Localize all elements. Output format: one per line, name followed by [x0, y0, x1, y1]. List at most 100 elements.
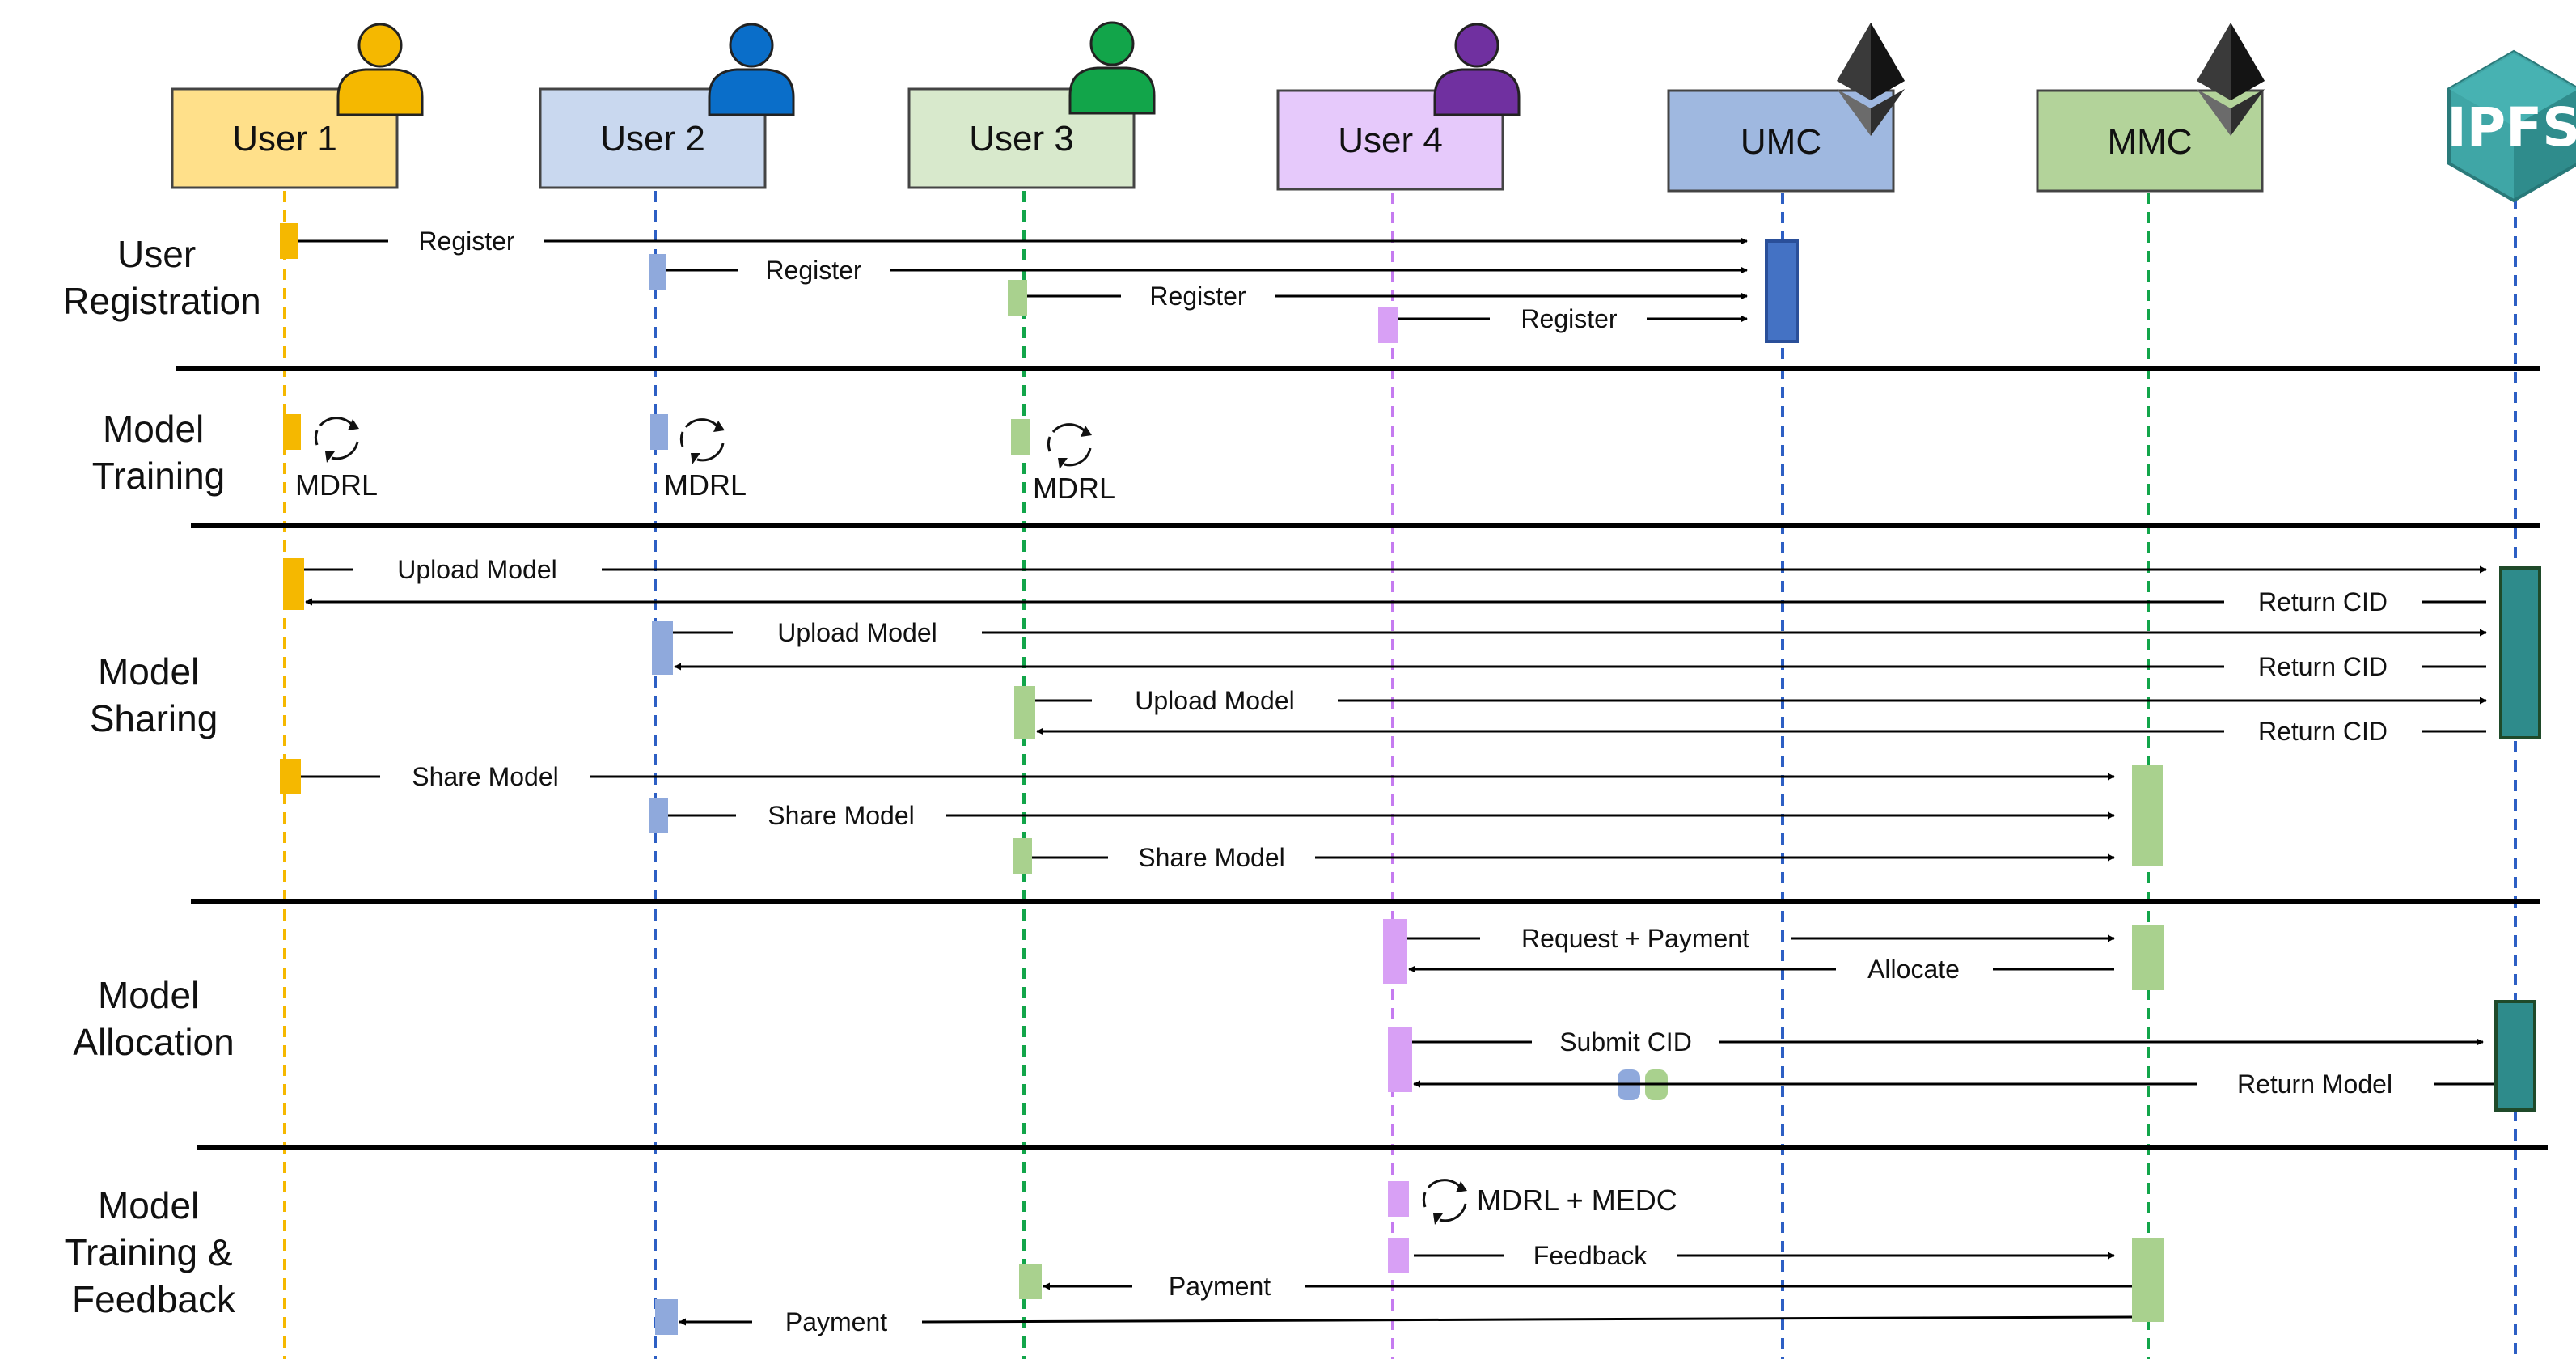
message-label: Request + Payment [1521, 924, 1749, 953]
activation-bars [280, 223, 2541, 1335]
activation-bar [1383, 919, 1407, 984]
message: Submit CID [1412, 1027, 2484, 1057]
phase-label-line: Training & [65, 1231, 233, 1273]
phase-label-line: Training [92, 455, 225, 497]
phase-label-line: Sharing [90, 697, 218, 739]
local-process: MDRL [664, 418, 747, 502]
ethereum-icon [1837, 23, 1905, 136]
message-label: Payment [785, 1307, 887, 1336]
phase-label-feedback: Model Training & Feedback [65, 1184, 243, 1320]
activation-bar [1013, 838, 1032, 874]
phase-label-line: Model [98, 974, 199, 1016]
process-label: MDRL [1033, 472, 1115, 505]
person-icon [336, 23, 424, 116]
actor-label: User 4 [1338, 121, 1443, 160]
person-icon [1068, 21, 1156, 115]
message: Share Model [301, 762, 2115, 791]
actor-user1: User 1 [171, 23, 424, 189]
message: Register [666, 256, 1748, 285]
activation-bar [1378, 307, 1398, 343]
message-label: Allocate [1867, 955, 1960, 984]
ipfs-activation-bar [2494, 1000, 2536, 1112]
phase-label-line: Model [98, 1184, 199, 1226]
message-label: Return CID [2258, 717, 2388, 746]
message: Register [1398, 304, 1748, 333]
message-label: Share Model [1138, 843, 1284, 872]
message-label: Share Model [412, 762, 558, 791]
message-label: Payment [1169, 1272, 1271, 1301]
phase-dividers [176, 366, 2548, 1150]
person-icon [708, 23, 795, 116]
mmc-activation-bar [2132, 765, 2163, 866]
message: Share Model [668, 801, 2115, 830]
phase-label-sharing: Model Sharing [90, 650, 218, 739]
actor-user4: User 4 [1276, 23, 1521, 191]
umc-activation-bar [1765, 239, 1799, 343]
message-label: Submit CID [1559, 1027, 1692, 1057]
phase-label-training: Model Training [92, 408, 225, 497]
actor-user3: User 3 [907, 21, 1156, 189]
actor-user2: User 2 [539, 23, 795, 189]
activation-bar [1011, 419, 1030, 455]
message-label: Upload Model [397, 555, 556, 584]
person-icon [1433, 23, 1521, 116]
local-processes: MDRL MDRL MDRL [295, 417, 1677, 1225]
message-label: Return Model [2237, 1069, 2392, 1099]
activation-bar [650, 414, 668, 450]
message: Upload Model [673, 618, 2487, 647]
activation-bar [1008, 280, 1027, 316]
message: Register [1027, 282, 1748, 311]
actor-ipfs: IPFS [2447, 49, 2576, 203]
local-process: MDRL + MEDC [1422, 1179, 1677, 1225]
activation-bar [649, 798, 668, 833]
phase-label-line: Registration [62, 280, 260, 322]
actor-label: IPFS [2447, 96, 2576, 159]
actor-label: User 3 [969, 119, 1074, 159]
mmc-activation-bar [2132, 925, 2164, 990]
cycle-arrows-icon [1422, 1179, 1467, 1225]
actor-umc: UMC [1667, 23, 1905, 193]
message-label: Register [418, 227, 515, 256]
phase-label-line: Allocation [73, 1021, 234, 1063]
messages: Register Register Register Register Uplo… [298, 227, 2494, 1336]
message-label: Feedback [1533, 1241, 1648, 1270]
ipfs-hexagon-icon [2447, 49, 2576, 203]
activation-bar [280, 759, 301, 794]
activation-bar [1388, 1238, 1409, 1273]
message-label: Return CID [2258, 587, 2388, 616]
message-label: Share Model [768, 801, 914, 830]
message: Upload Model [1035, 686, 2487, 715]
message-label: Upload Model [777, 618, 937, 647]
ipfs-activation-bar [2499, 566, 2541, 739]
activation-bar [280, 223, 298, 259]
cycle-arrows-icon [314, 417, 359, 463]
process-label: MDRL [295, 468, 378, 502]
activation-bar [283, 558, 304, 610]
message: Feedback [1414, 1241, 2115, 1270]
message-label: Register [1521, 304, 1618, 333]
actor-label: User 1 [232, 119, 337, 159]
message: Payment [679, 1307, 2133, 1336]
activation-bar [283, 414, 301, 450]
phase-labels: User Registration Model Training Model S… [62, 233, 260, 1320]
message: Request + Payment [1407, 924, 2115, 953]
actor-label: User 2 [600, 119, 705, 159]
local-process: MDRL [1033, 423, 1115, 505]
message-line [921, 1315, 2133, 1324]
message: Return CID [1036, 717, 2486, 746]
phase-label-allocation: Model Allocation [73, 974, 234, 1063]
actor-label: MMC [2107, 122, 2192, 162]
cycle-arrows-icon [679, 418, 725, 464]
cycle-arrows-icon [1047, 423, 1092, 469]
mmc-activation-bar [2132, 1238, 2164, 1322]
message: Allocate [1408, 955, 2114, 984]
actor-headers: User 1 User 2 User 3 [171, 21, 2576, 203]
message: Register [298, 227, 1748, 256]
actor-mmc: MMC [2036, 23, 2265, 193]
message-label: Register [765, 256, 862, 285]
phase-label-line: Feedback [72, 1278, 236, 1320]
activation-bar [649, 254, 666, 290]
message: Payment [1043, 1272, 2132, 1301]
message: Upload Model [304, 555, 2487, 584]
phase-label-registration: User Registration [62, 233, 260, 322]
